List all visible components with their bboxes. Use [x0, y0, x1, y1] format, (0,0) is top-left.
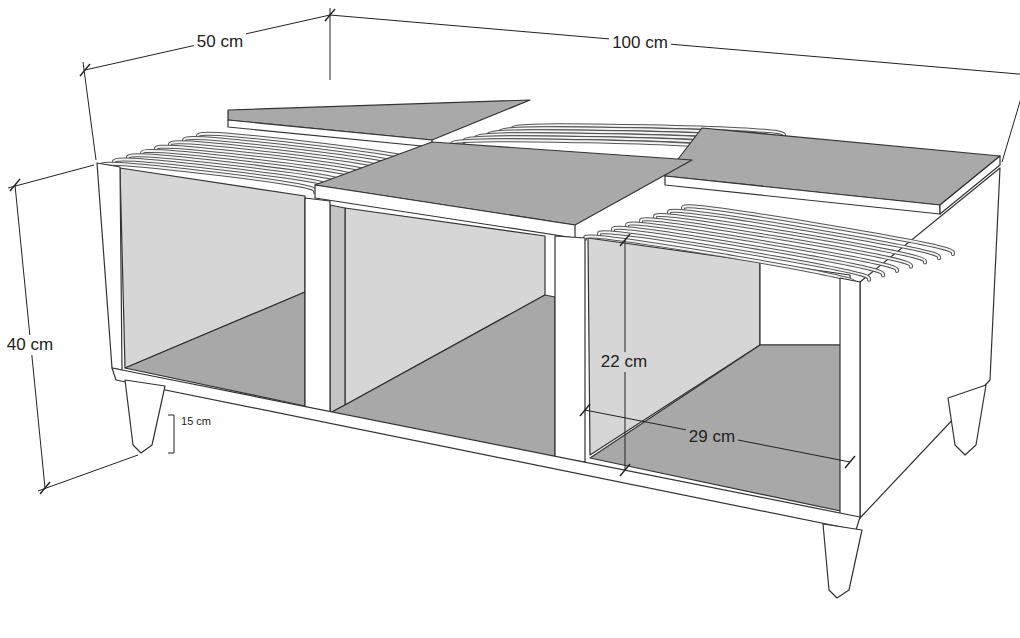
extension-line: [8, 165, 94, 188]
panel-front: [97, 163, 122, 370]
side-wall: [330, 205, 345, 413]
panel-front: [840, 278, 860, 518]
tick-mark: [10, 179, 20, 191]
panel-front: [555, 236, 585, 462]
tick-mark: [80, 64, 90, 76]
dimension-line: [585, 410, 850, 462]
dimension-label: 29 cm: [686, 427, 738, 447]
rod: [100, 164, 315, 192]
tick-mark: [845, 456, 855, 468]
panel-front: [305, 198, 330, 413]
dimension-label: 15 cm: [178, 415, 214, 428]
tick-mark: [325, 9, 335, 21]
dimension-lines: [8, 8, 1020, 494]
dimension-label: 22 cm: [598, 352, 650, 372]
board-edge: [940, 156, 1000, 214]
shelf-floor: [590, 345, 850, 513]
tick-mark: [40, 482, 50, 494]
table-leg: [948, 385, 986, 455]
tick-mark: [580, 404, 590, 416]
tick-mark: [620, 234, 630, 246]
rod-rack: [100, 134, 953, 284]
dimension-label: 100 cm: [609, 33, 671, 53]
table-leg: [823, 524, 862, 598]
table-leg: [125, 380, 165, 453]
rod-highlight: [100, 164, 315, 192]
dimension-label: 40 cm: [4, 335, 56, 355]
dimension-label: 50 cm: [194, 32, 246, 52]
dimension-line: [85, 15, 330, 70]
side-panel: [860, 168, 1000, 518]
extension-line: [38, 455, 138, 491]
tick-mark: [620, 464, 630, 476]
extension-line: [83, 62, 96, 160]
top-board: [228, 100, 530, 140]
board-edge: [315, 185, 575, 238]
dimension-bracket: [168, 415, 174, 453]
top-board: [315, 142, 692, 225]
dimension-line: [330, 15, 1020, 75]
extension-line: [1002, 68, 1020, 162]
table-front: [97, 142, 986, 598]
base-board: [112, 368, 860, 530]
tick-marks: [10, 9, 1020, 494]
extension-line: [330, 8, 331, 80]
